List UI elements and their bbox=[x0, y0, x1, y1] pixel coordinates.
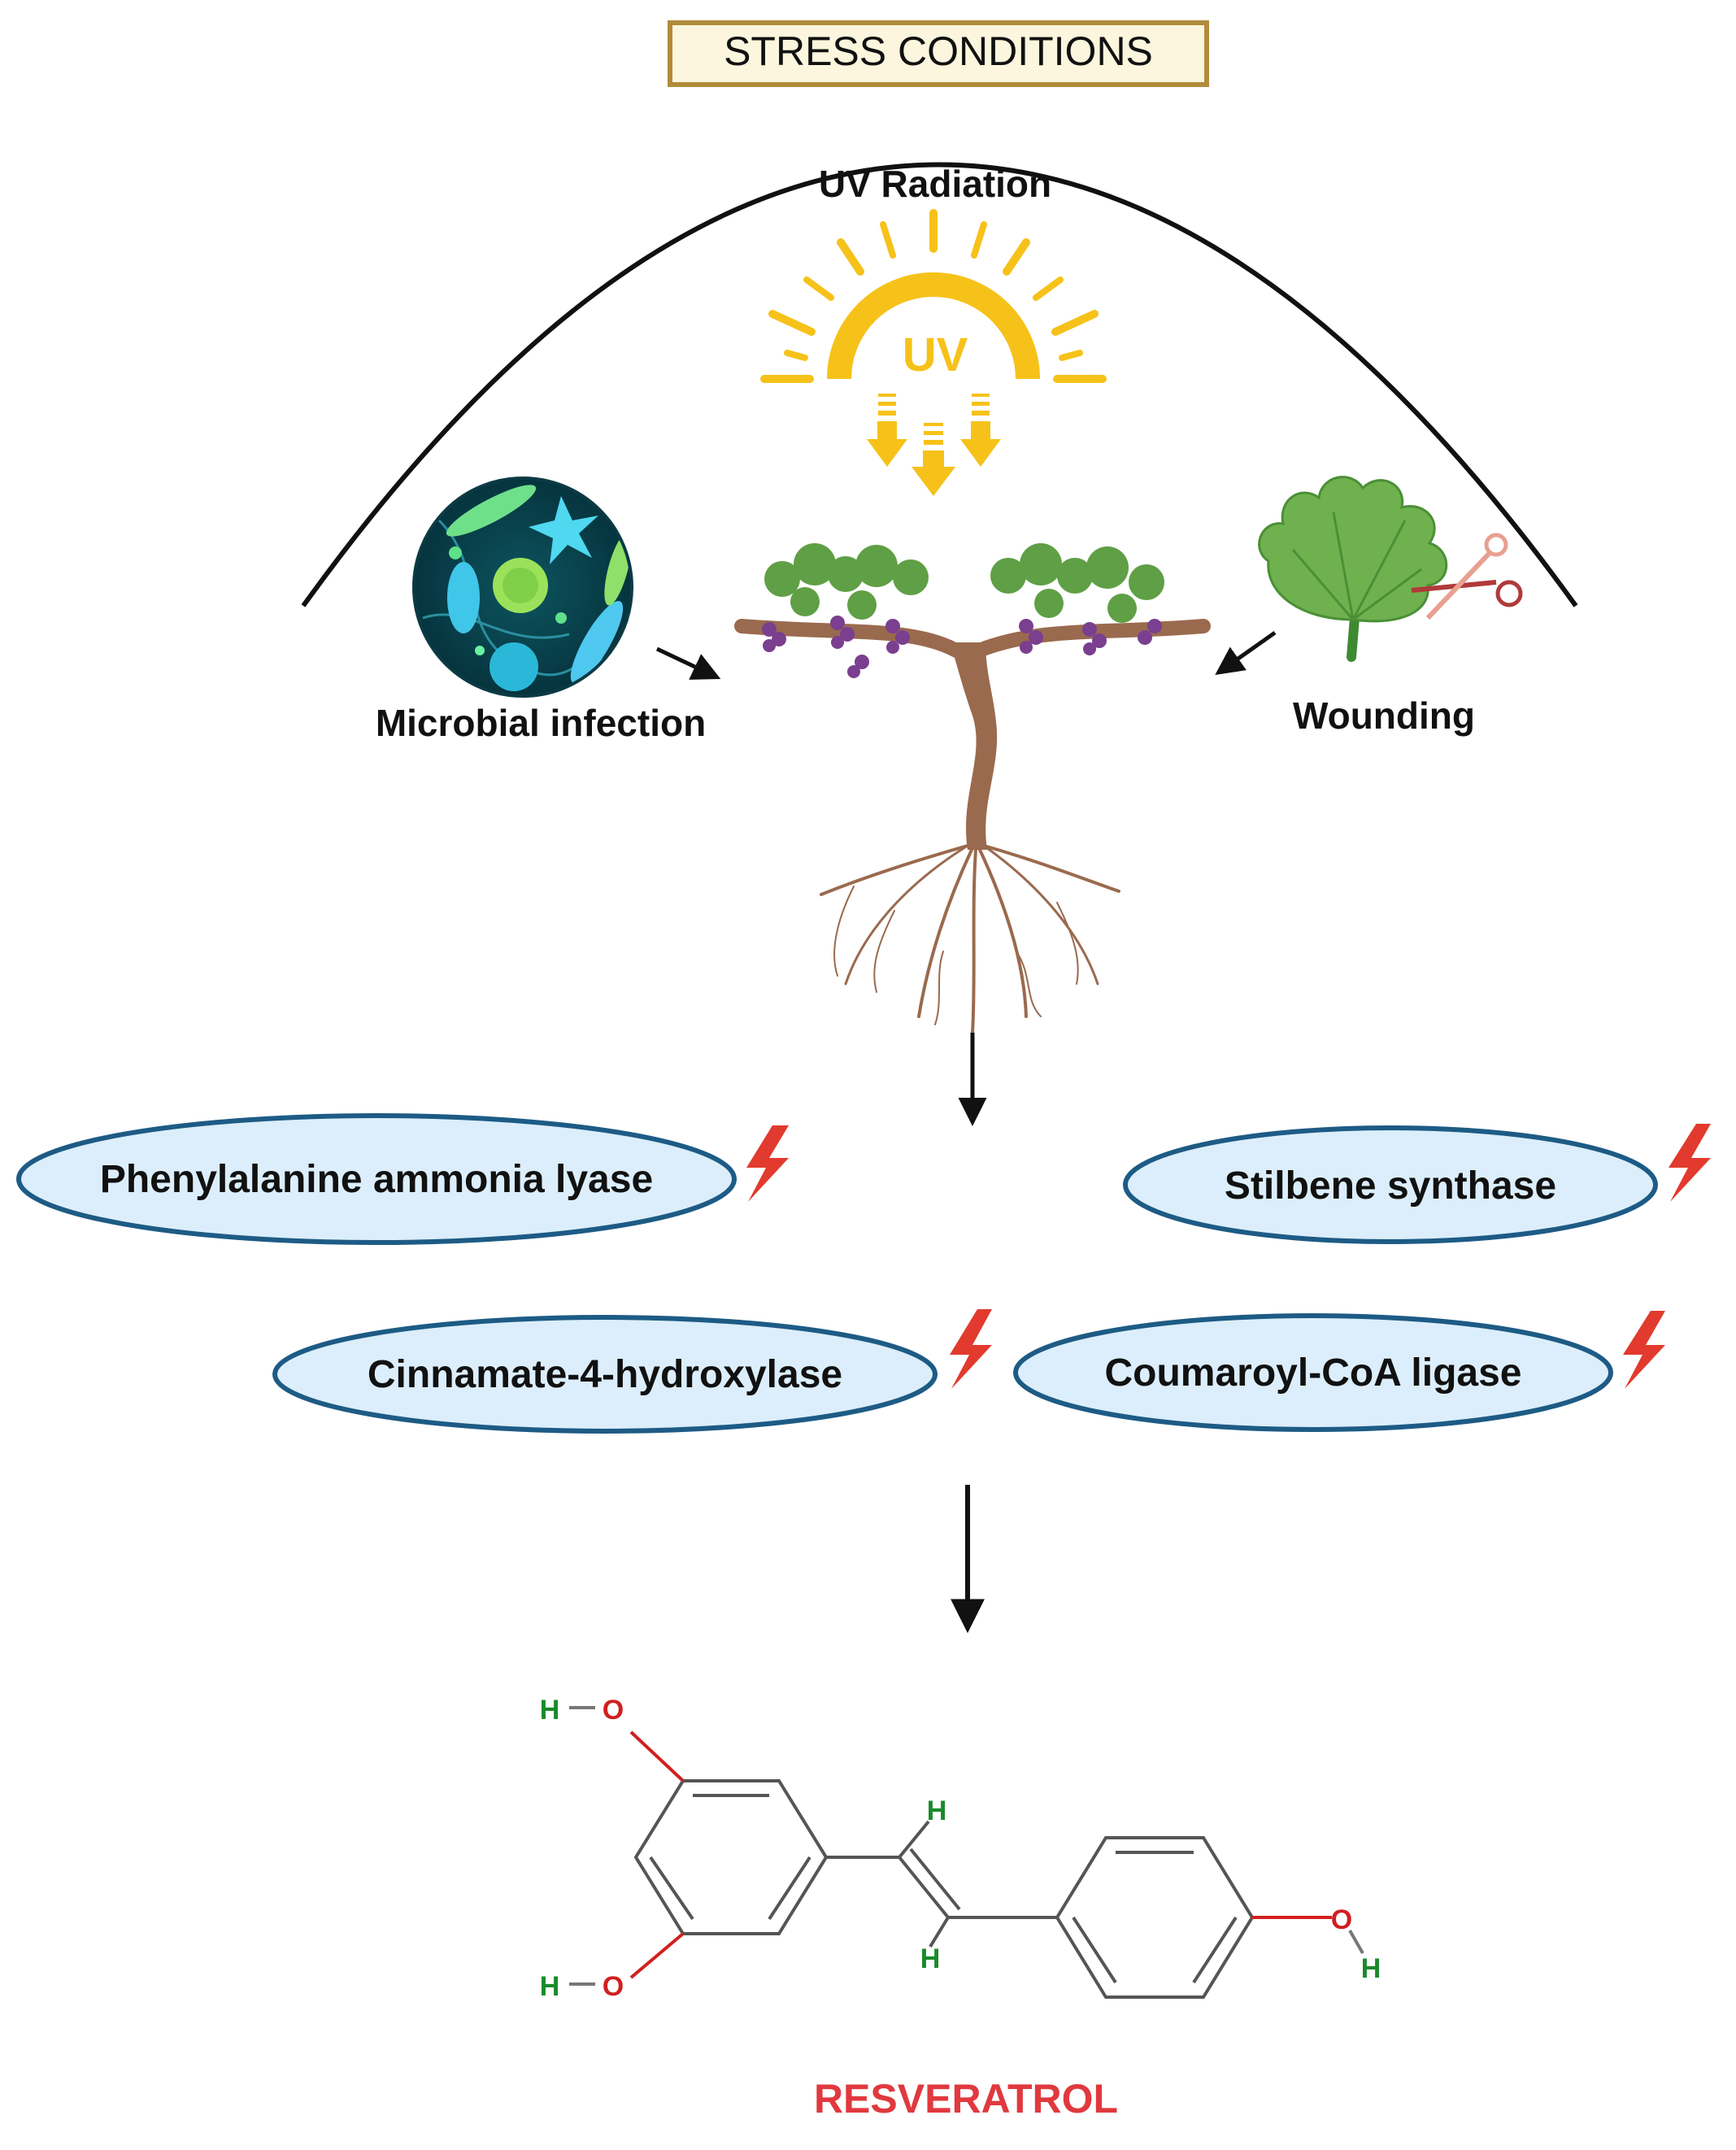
uv-down-arrows-icon bbox=[867, 394, 1001, 496]
enzyme-stilbene-synthase: Stilbene synthase bbox=[1123, 1124, 1711, 1244]
enzyme-cinnamate-4-hydroxylase: Cinnamate-4-hydroxylase bbox=[272, 1309, 992, 1434]
atom-oxygen: O bbox=[603, 1695, 624, 1726]
uv-radiation-group: UV Radiation UV bbox=[760, 163, 1107, 496]
atom-hydrogen: H bbox=[1361, 1953, 1381, 1984]
resveratrol-structure: O H O H O H H H bbox=[540, 1695, 1381, 2002]
enzyme-label: Phenylalanine ammonia lyase bbox=[100, 1158, 653, 1201]
microbial-infection-group: Microbial infection bbox=[376, 477, 721, 744]
microbial-infection-label: Microbial infection bbox=[376, 702, 706, 744]
product-name: RESVERATROL bbox=[814, 2076, 1118, 2122]
lightning-icon bbox=[746, 1125, 789, 1202]
microbe-arrow bbox=[655, 646, 721, 680]
wounding-group: Wounding bbox=[1215, 476, 1523, 737]
wounding-label: Wounding bbox=[1293, 694, 1475, 737]
atom-hydrogen: H bbox=[920, 1943, 941, 1974]
lightning-icon bbox=[950, 1309, 992, 1389]
atom-hydrogen: H bbox=[540, 1695, 560, 1726]
uv-radiation-label: UV Radiation bbox=[819, 163, 1051, 205]
stress-arc bbox=[301, 162, 1578, 607]
grapevine-icon bbox=[734, 543, 1211, 1034]
header-box bbox=[668, 20, 1209, 87]
enzyme-coumaroyl-coa-ligase: Coumaroyl-CoA ligase bbox=[1013, 1311, 1665, 1432]
enzyme-phenylalanine-ammonia-lyase: Phenylalanine ammonia lyase bbox=[16, 1113, 789, 1245]
lightning-icon bbox=[1623, 1311, 1665, 1389]
header-title: STRESS CONDITIONS bbox=[724, 28, 1153, 74]
leaf-icon bbox=[1258, 476, 1448, 662]
atom-hydrogen: H bbox=[927, 1795, 947, 1826]
atom-oxygen: O bbox=[1331, 1904, 1352, 1935]
microbes-icon bbox=[412, 477, 633, 698]
lightning-icon bbox=[1669, 1124, 1711, 1202]
sun-icon: UV bbox=[760, 209, 1107, 496]
uv-sun-text: UV bbox=[903, 329, 968, 381]
enzyme-label: Cinnamate-4-hydroxylase bbox=[368, 1353, 842, 1396]
enzyme-label: Coumaroyl-CoA ligase bbox=[1105, 1351, 1522, 1395]
wounding-arrow bbox=[1215, 630, 1277, 676]
enzyme-label: Stilbene synthase bbox=[1225, 1164, 1556, 1208]
atom-hydrogen: H bbox=[540, 1971, 560, 2002]
atom-oxygen: O bbox=[603, 1971, 624, 2002]
scissors-icon bbox=[1411, 533, 1523, 620]
stress-conditions-header: STRESS CONDITIONS bbox=[668, 20, 1209, 87]
